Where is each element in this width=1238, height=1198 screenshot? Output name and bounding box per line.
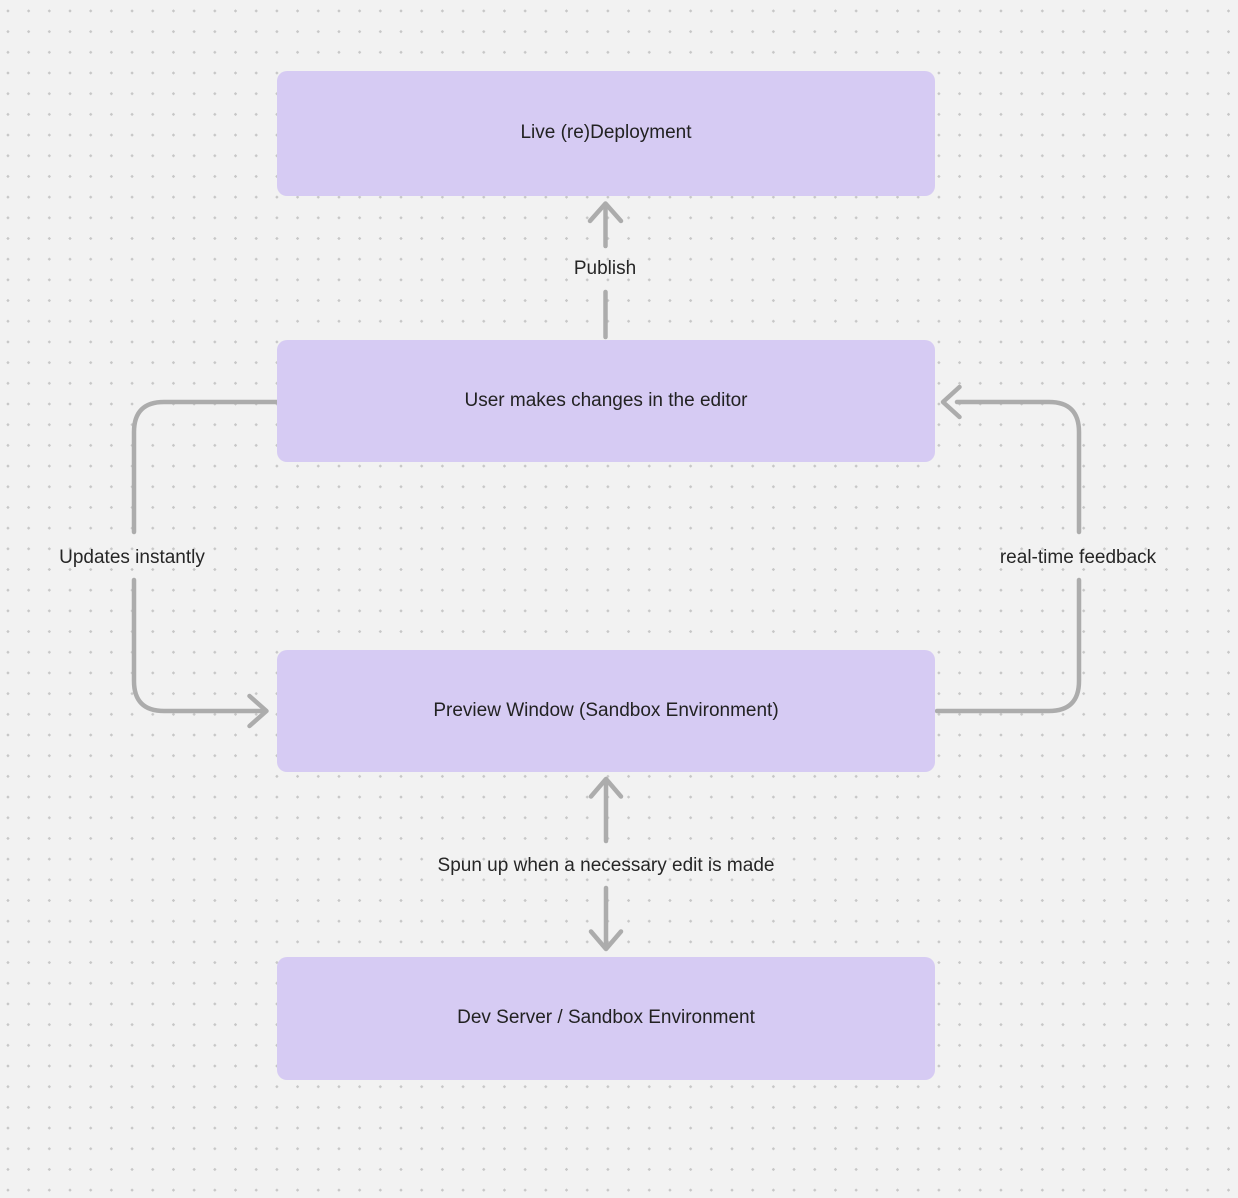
arrow-up-icon xyxy=(588,776,624,799)
edge-publish-connector xyxy=(587,201,624,340)
node-preview-window[interactable]: Preview Window (Sandbox Environment) xyxy=(277,650,935,772)
node-dev-server[interactable]: Dev Server / Sandbox Environment xyxy=(277,957,935,1080)
edge-updates-upper-segment xyxy=(131,399,280,535)
edge-feedback-upper-segment xyxy=(954,399,1082,535)
edge-feedback-lower-segment xyxy=(934,577,1082,714)
node-live-redeployment[interactable]: Live (re)Deployment xyxy=(277,71,935,196)
node-live-redeployment-label: Live (re)Deployment xyxy=(520,122,692,144)
arrow-right-icon xyxy=(247,693,269,729)
edge-spun-up-connector xyxy=(588,776,624,952)
edge-label-realtime-feedback: real-time feedback xyxy=(999,547,1157,568)
edge-updates-lower-segment xyxy=(131,577,266,714)
node-preview-window-label: Preview Window (Sandbox Environment) xyxy=(433,699,779,721)
edge-updates-instantly-connector xyxy=(131,399,280,729)
node-user-changes-label: User makes changes in the editor xyxy=(464,389,748,411)
edge-realtime-feedback-connector xyxy=(934,384,1082,714)
edge-label-publish: Publish xyxy=(573,258,637,279)
edge-label-updates-instantly: Updates instantly xyxy=(59,547,205,568)
edge-label-spun-up: Spun up when a necessary edit is made xyxy=(437,855,775,876)
arrow-up-icon xyxy=(587,201,624,224)
arrow-left-icon xyxy=(940,384,962,420)
node-dev-server-label: Dev Server / Sandbox Environment xyxy=(457,1007,755,1029)
arrow-down-icon xyxy=(588,929,624,952)
node-user-changes[interactable]: User makes changes in the editor xyxy=(277,340,935,462)
